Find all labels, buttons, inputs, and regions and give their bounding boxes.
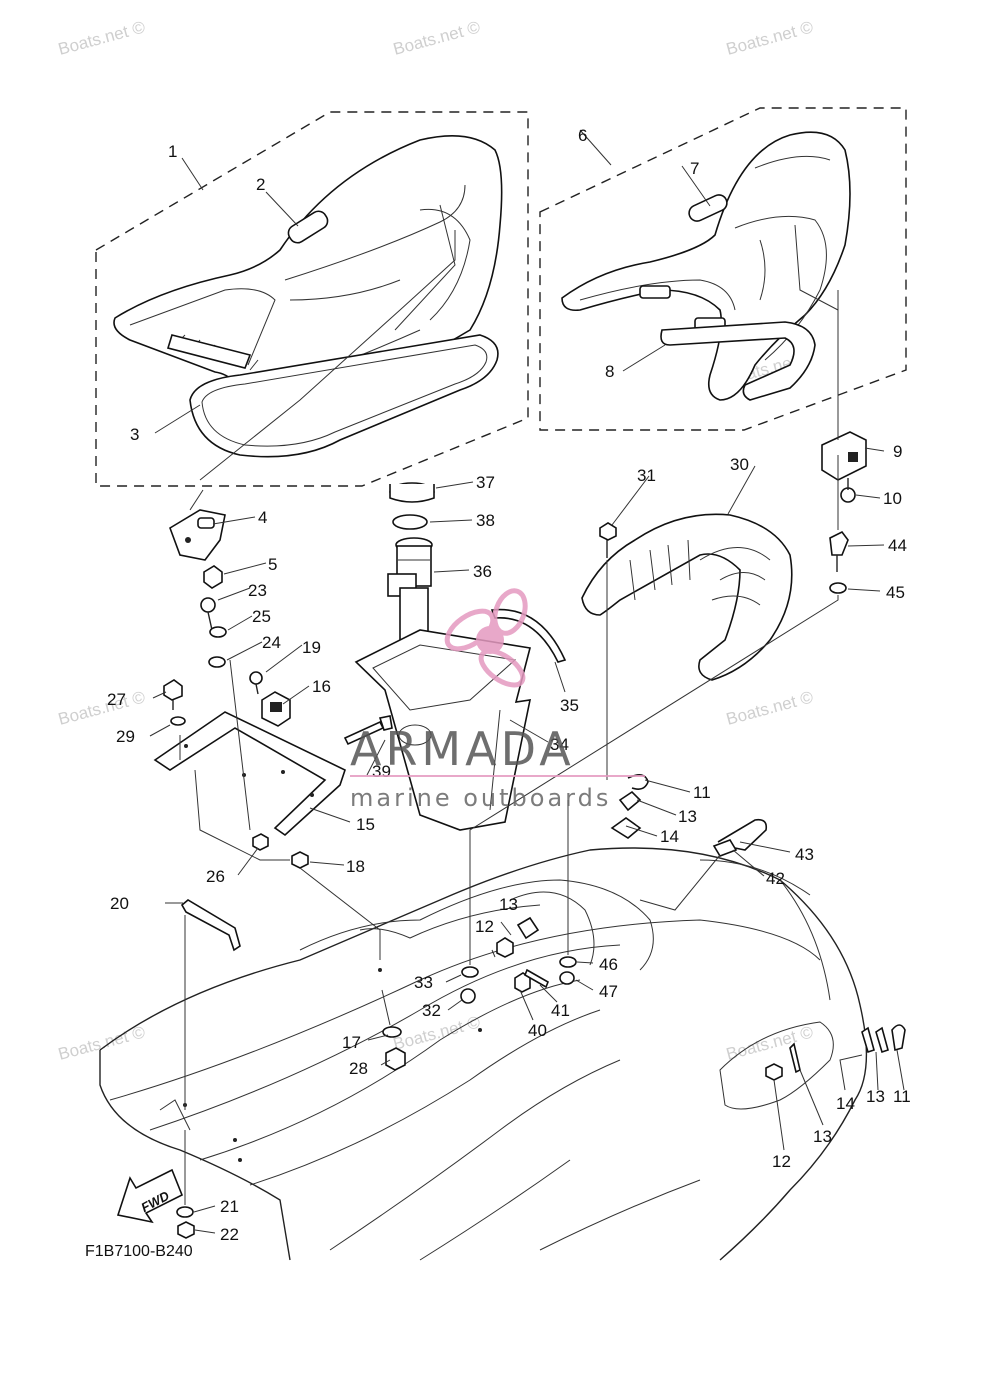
callout-29: 29 [116, 727, 135, 746]
rear-seat [561, 131, 851, 401]
callout-5: 5 [268, 555, 277, 574]
watermark-text: Boats.net © [724, 687, 815, 729]
callout-11b: 11 [893, 1087, 911, 1106]
callout-24: 24 [262, 633, 281, 652]
callout-28: 28 [349, 1059, 368, 1078]
watermark-text: Boats.net © [724, 17, 815, 59]
callout-13b: 13 [866, 1087, 885, 1106]
callout-11: 11 [693, 783, 711, 802]
callout-37: 37 [476, 473, 495, 492]
bolt-10 [840, 478, 856, 503]
callout-13c: 13 [813, 1127, 832, 1146]
nut-26 [252, 833, 269, 851]
stud-23 [200, 597, 216, 631]
u-bolt-43 [712, 818, 768, 857]
callout-16: 16 [312, 677, 331, 696]
bolt-19 [249, 671, 263, 695]
callout-45: 45 [886, 583, 905, 602]
callout-7: 7 [690, 159, 699, 178]
grab-handle-20 [180, 899, 241, 952]
brand-name: ARMADA [350, 722, 575, 776]
clamp-16 [261, 691, 291, 727]
callout-14b: 14 [836, 1094, 855, 1113]
callout-47: 47 [599, 982, 618, 1001]
rear-cover-30 [581, 513, 793, 681]
watermark-text: Boats.net © [724, 1022, 815, 1064]
diagram-code: F1B7100-B240 [85, 1243, 193, 1260]
callout-12b: 12 [772, 1152, 791, 1171]
callout-43: 43 [795, 845, 814, 864]
nut-5 [203, 565, 223, 589]
washer-29 [170, 716, 186, 726]
callout-13d: 13 [499, 895, 518, 914]
bolt-27 [163, 679, 183, 710]
watermark-text: Boats.net © [56, 687, 147, 729]
leader-lines [149, 129, 905, 1234]
callout-20: 20 [110, 894, 129, 913]
callout-25: 25 [252, 607, 271, 626]
rivet-39 [343, 715, 393, 746]
callout-3: 3 [130, 425, 139, 444]
hull-hardware [176, 916, 906, 1239]
o-ring-38 [392, 514, 428, 530]
callout-10: 10 [883, 489, 902, 508]
callout-32: 32 [422, 1001, 441, 1020]
callout-4: 4 [258, 508, 267, 527]
stud-44 [829, 530, 849, 572]
seat-assembly-rear-box [539, 107, 907, 431]
callout-22: 22 [220, 1225, 239, 1244]
cover-strip-35 [490, 608, 567, 663]
callout-labels: 1 2 3 4 5 6 7 8 9 10 11 12 13 14 15 16 1… [107, 126, 911, 1244]
callout-9: 9 [893, 442, 902, 461]
bracket-15 [153, 711, 346, 861]
callout-12: 12 [475, 917, 494, 936]
washer-24 [208, 656, 226, 668]
washer-45 [829, 582, 847, 594]
watermark-text: Boats.net © [391, 17, 482, 59]
bolt-31 [599, 522, 617, 558]
callout-19: 19 [302, 638, 321, 657]
callout-23: 23 [248, 581, 267, 600]
callout-42: 42 [766, 869, 785, 888]
callout-2: 2 [256, 175, 265, 194]
hinge-parts-11-13-14 [610, 774, 649, 839]
propeller-icon [444, 588, 528, 688]
callout-33: 33 [414, 973, 433, 992]
callout-38: 38 [476, 511, 495, 530]
callout-34: 34 [550, 735, 569, 754]
callout-35: 35 [560, 696, 579, 715]
callout-21: 21 [220, 1197, 239, 1216]
callout-14: 14 [660, 827, 679, 846]
forward-arrow: FWD [116, 1168, 184, 1224]
nut-18 [291, 851, 309, 869]
front-seat [113, 135, 503, 458]
armada-logo: ARMADA marine outboards [350, 588, 645, 812]
callout-13: 13 [678, 807, 697, 826]
watermark-text: Boats.net © [56, 1022, 147, 1064]
callout-15: 15 [356, 815, 375, 834]
callout-40: 40 [528, 1021, 547, 1040]
callout-27: 27 [107, 690, 126, 709]
callout-18: 18 [346, 857, 365, 876]
filler-cap-37 [389, 482, 435, 503]
callout-1: 1 [168, 142, 177, 161]
callout-8: 8 [605, 362, 614, 381]
callout-44: 44 [888, 536, 907, 555]
callout-41: 41 [551, 1001, 570, 1020]
latch-hook-4 [169, 509, 226, 561]
callout-6: 6 [578, 126, 587, 145]
callout-31: 31 [637, 466, 656, 485]
washer-25 [209, 626, 227, 638]
brand-tagline: marine outboards [350, 784, 611, 812]
storage-bin-34 [354, 629, 532, 831]
callout-30: 30 [730, 455, 749, 474]
seat-latch-9 [821, 431, 867, 481]
callout-26: 26 [206, 867, 225, 886]
callout-46: 46 [599, 955, 618, 974]
callout-17: 17 [342, 1033, 361, 1052]
watermark-text: Boats.net © [56, 17, 147, 59]
callout-36: 36 [473, 562, 492, 581]
